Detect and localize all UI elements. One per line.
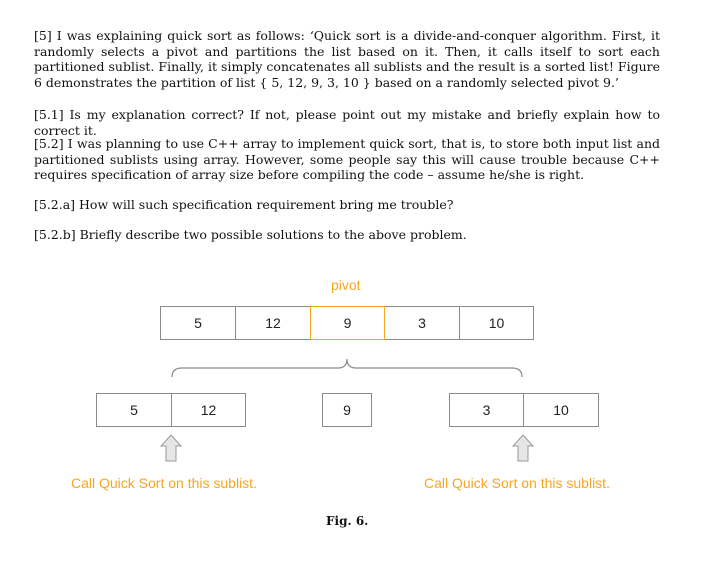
input-cell-2: 12 bbox=[235, 306, 311, 340]
left-call-label: Call Quick Sort on this sublist. bbox=[71, 475, 257, 491]
left-up-arrow-icon bbox=[159, 434, 183, 462]
input-cell-pivot: 9 bbox=[310, 306, 385, 340]
right-up-arrow-icon bbox=[511, 434, 535, 462]
right-sublist-cell-2: 10 bbox=[523, 393, 599, 427]
right-call-label: Call Quick Sort on this sublist. bbox=[424, 475, 610, 491]
input-cell-5: 10 bbox=[459, 306, 534, 340]
question-5-2-text: [5.2] I was planning to use C++ array to… bbox=[34, 136, 660, 182]
pivot-label: pivot bbox=[331, 277, 361, 293]
left-sublist-cell-2: 12 bbox=[171, 393, 246, 427]
question-5-2-a-text: [5.2.a] How will such specification requ… bbox=[34, 197, 454, 212]
pivot-sublist-cell: 9 bbox=[322, 393, 372, 427]
input-cell-1: 5 bbox=[160, 306, 236, 340]
question-5-text: [5] I was explaining quick sort as follo… bbox=[34, 28, 660, 90]
question-5-1-text: [5.1] Is my explanation correct? If not,… bbox=[34, 107, 660, 138]
figure-caption: Fig. 6. bbox=[326, 514, 369, 528]
question-5-2-b-text: [5.2.b] Briefly describe two possible so… bbox=[34, 227, 467, 242]
